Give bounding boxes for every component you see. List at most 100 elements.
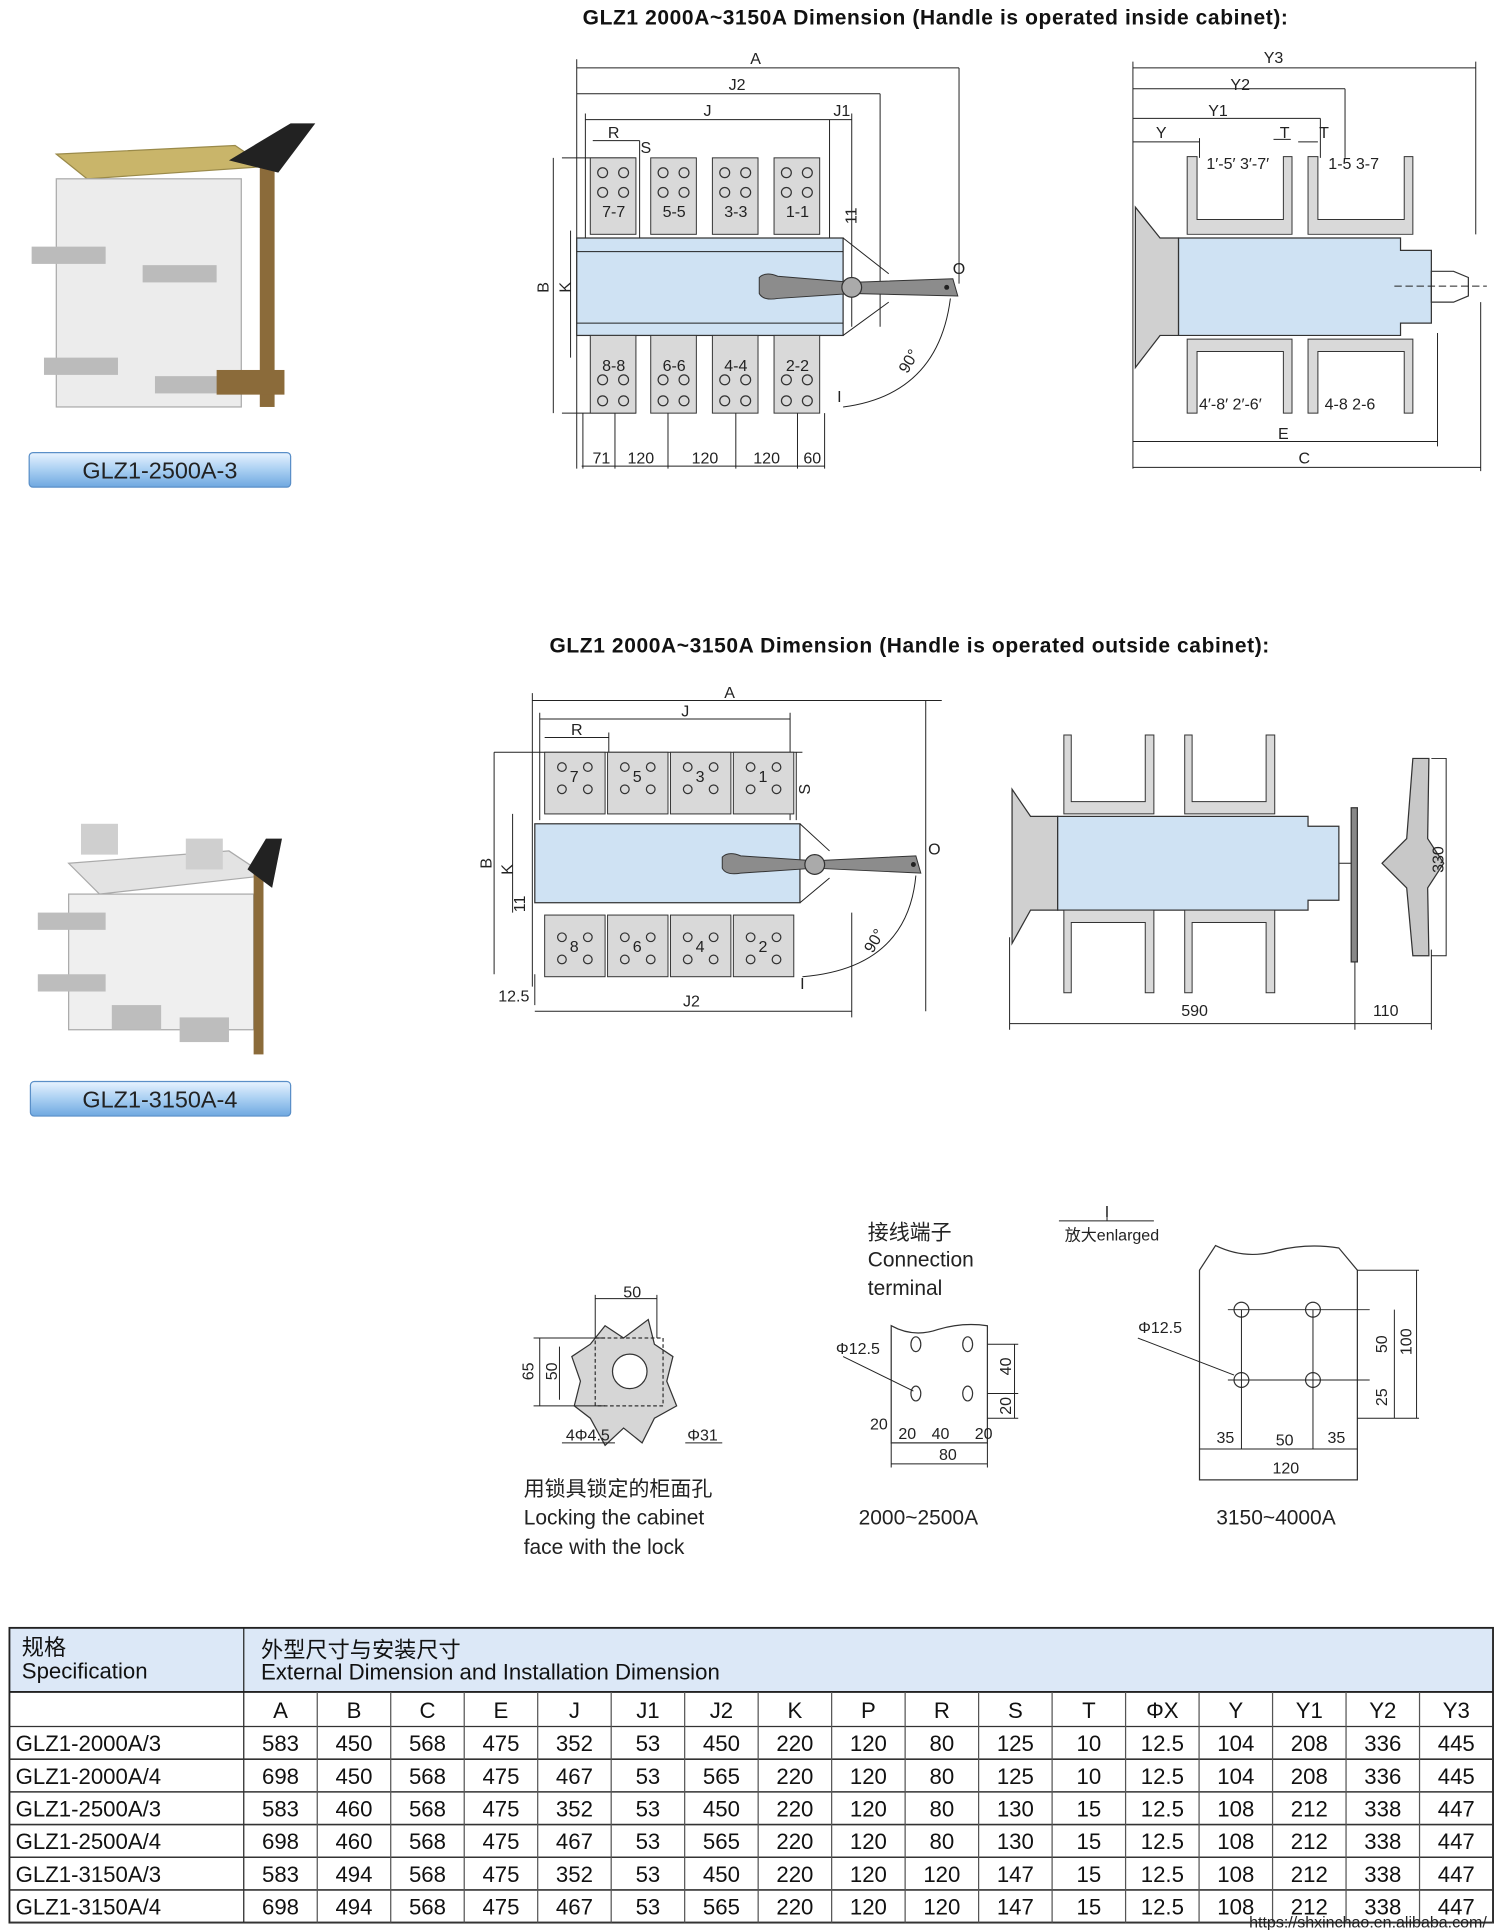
bolt-hole-icon xyxy=(678,167,690,179)
bolt-hole-icon xyxy=(708,784,719,795)
bolt-hole-icon xyxy=(618,374,630,386)
terminal-top xyxy=(589,157,637,235)
dimension-label: Y3 xyxy=(1264,49,1284,67)
table-cell: 120 xyxy=(923,1862,960,1887)
table-cell: 336 xyxy=(1364,1731,1401,1756)
dimension-label: 120 xyxy=(1272,1460,1299,1478)
bolt-hole-icon xyxy=(582,784,593,795)
terminal-heading-en: terminal xyxy=(868,1277,943,1300)
dimension-label: S xyxy=(796,784,814,795)
dimension-label: Y xyxy=(1156,124,1167,142)
table-cell: 450 xyxy=(335,1764,372,1789)
dimension-label: J2 xyxy=(729,76,746,94)
table-cell: 447 xyxy=(1438,1862,1475,1887)
bolt-hole-icon xyxy=(801,186,813,198)
table-cell: 494 xyxy=(335,1895,372,1920)
column-header: Y3 xyxy=(1443,1698,1470,1723)
terminal-label: 4-8 2-6 xyxy=(1325,395,1376,413)
table-cell: 475 xyxy=(482,1829,519,1854)
table-cell: 698 xyxy=(262,1764,299,1789)
table-cell: 565 xyxy=(703,1764,740,1789)
bolt-hole-icon xyxy=(771,762,782,772)
column-header: J1 xyxy=(636,1698,659,1723)
diagram-inside-side xyxy=(1132,61,1487,472)
column-header: T xyxy=(1082,1698,1096,1723)
bolt-hole-icon xyxy=(619,784,630,795)
table-cell: 338 xyxy=(1364,1895,1401,1920)
bolt-hole-icon xyxy=(682,932,693,943)
terminal-bottom xyxy=(544,914,606,978)
table-cell: 568 xyxy=(409,1829,446,1854)
row-spec: GLZ1-2000A/3 xyxy=(16,1731,162,1756)
table-cell: 460 xyxy=(335,1829,372,1854)
dimension-label: J xyxy=(681,703,689,721)
table-cell: 53 xyxy=(636,1895,661,1920)
bolt-hole-icon xyxy=(582,762,593,772)
bolt-hole-icon xyxy=(740,186,752,198)
group-header-en: External Dimension and Installation Dime… xyxy=(261,1660,720,1685)
terminal-bottom xyxy=(732,914,795,978)
group-header-cn: 外型尺寸与安装尺寸 xyxy=(261,1637,461,1662)
table-cell: 80 xyxy=(930,1764,955,1789)
bolt-hole-icon xyxy=(780,167,792,179)
table-cell: 460 xyxy=(335,1797,372,1822)
table-cell: 125 xyxy=(997,1764,1034,1789)
terminal-label: 8 xyxy=(570,938,579,956)
dimension-label: Y2 xyxy=(1230,76,1250,94)
table-cell: 12.5 xyxy=(1141,1895,1184,1920)
dimension-label: J xyxy=(703,102,711,120)
table-cell: 338 xyxy=(1364,1797,1401,1822)
dimension-label: 90° xyxy=(861,926,889,956)
product-label: GLZ1-3150A-4 xyxy=(82,1086,237,1112)
bolt-hole-icon xyxy=(771,954,782,965)
bolt-hole-icon xyxy=(708,954,719,965)
dimension-label: K xyxy=(557,282,575,293)
table-cell: 108 xyxy=(1217,1829,1254,1854)
dimension-label: 120 xyxy=(692,450,719,468)
terminal-label: 7-7 xyxy=(602,203,625,221)
table-cell: 120 xyxy=(850,1829,887,1854)
spec-header-en: Specification xyxy=(22,1658,148,1683)
row-spec: GLZ1-3150A/3 xyxy=(16,1862,162,1887)
dimension-label: 11 xyxy=(511,896,529,913)
bolt-hole-icon xyxy=(678,395,690,407)
table-cell: 212 xyxy=(1291,1797,1328,1822)
bolt-hole-icon xyxy=(801,374,813,386)
dimension-label: 50 xyxy=(543,1362,561,1380)
dimension-label: R xyxy=(608,124,620,142)
product-photo-3150A xyxy=(37,823,282,1055)
table-cell: 15 xyxy=(1077,1797,1102,1822)
terminal-top xyxy=(669,751,732,815)
bolt-hole-icon xyxy=(678,186,690,198)
bolt-hole-icon xyxy=(618,167,630,179)
bolt-hole-icon xyxy=(771,784,782,795)
bolt-hole-icon xyxy=(645,762,656,772)
table-cell: 80 xyxy=(930,1797,955,1822)
table-cell: 352 xyxy=(556,1862,593,1887)
table-cell: 475 xyxy=(482,1731,519,1756)
table-cell: 120 xyxy=(850,1797,887,1822)
table-cell: 53 xyxy=(636,1829,661,1854)
lock-detail-diagram xyxy=(533,1294,723,1447)
bolt-hole-icon xyxy=(682,762,693,772)
dimension-label: R xyxy=(571,721,583,739)
table-cell: 104 xyxy=(1217,1731,1254,1756)
product-label-box xyxy=(29,1080,292,1117)
bolt-hole-icon xyxy=(708,762,719,772)
table-cell: 352 xyxy=(556,1797,593,1822)
diagram-outside-side xyxy=(1009,734,1447,1030)
bolt-hole-icon xyxy=(645,954,656,965)
terminal-top xyxy=(650,157,697,235)
dimension-label: 40 xyxy=(932,1425,950,1443)
table-cell: 104 xyxy=(1217,1764,1254,1789)
dimension-label: I xyxy=(1105,1203,1109,1221)
table-cell: 467 xyxy=(556,1764,593,1789)
bolt-hole-icon xyxy=(678,374,690,386)
column-header: B xyxy=(347,1698,362,1723)
dimension-label: C xyxy=(1299,450,1311,468)
table-cell: 568 xyxy=(409,1731,446,1756)
bolt-hole-icon xyxy=(619,954,630,965)
table-cell: 583 xyxy=(262,1862,299,1887)
dimension-label: 12.5 xyxy=(498,987,529,1005)
table-cell: 12.5 xyxy=(1141,1862,1184,1887)
